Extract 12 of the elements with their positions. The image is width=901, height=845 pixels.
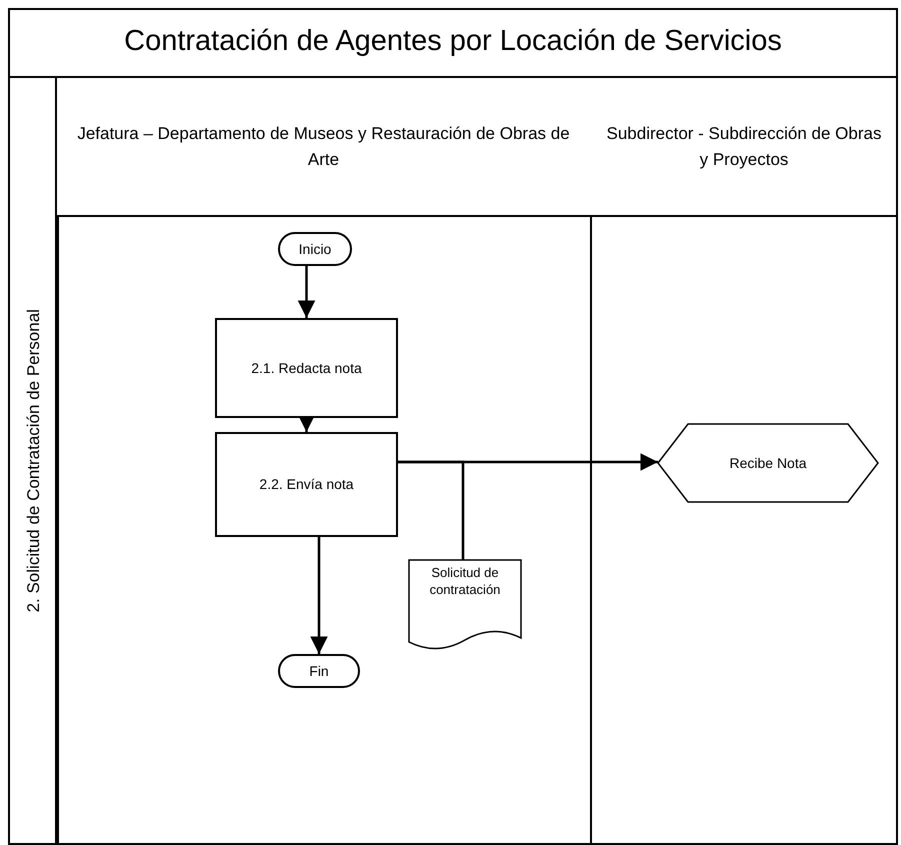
hexagon-label: Recibe Nota: [658, 424, 878, 502]
title: Contratación de Agentes por Locación de Servicios: [8, 8, 898, 78]
lane-header: Jefatura – Departamento de Museos y Restauración de Obras de Arte: [57, 78, 590, 215]
arrow: [310, 537, 328, 654]
arrow: [298, 266, 316, 318]
terminal: Fin: [278, 654, 360, 688]
document-label: Solicitud de contratación: [409, 560, 521, 636]
terminal: Inicio: [278, 232, 352, 266]
phase-band: 2. Solicitud de Contratación de Personal: [12, 78, 57, 843]
process-box: 2.2. Envía nota: [215, 432, 398, 537]
process-box: 2.1. Redacta nota: [215, 318, 398, 418]
lane-header: Subdirector - Subdirección de Obras y Proyectos: [590, 78, 898, 215]
